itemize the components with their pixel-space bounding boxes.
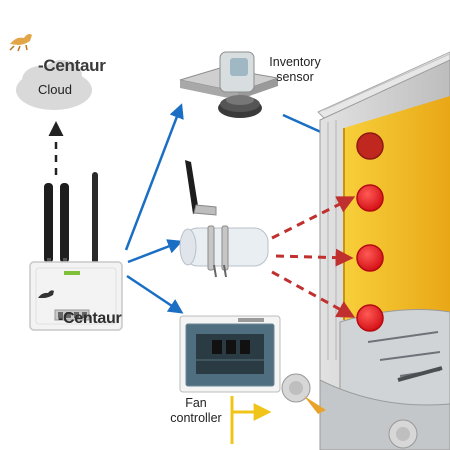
sensor-dot-2 [356, 184, 384, 212]
cloud-icon [16, 60, 92, 110]
grain-silo-icon [281, 51, 450, 450]
sensor-dot-4 [356, 304, 384, 332]
cloud-label: Cloud [38, 82, 72, 97]
inventory-sensor-icon [179, 51, 280, 118]
cable-link-2 [275, 248, 354, 267]
cable-link-3 [271, 270, 356, 318]
sensor-dot-1 [356, 132, 384, 160]
link-to-cable-sensor [127, 239, 183, 264]
fan-controller-label: Fan controller [170, 396, 222, 425]
rider-logo-icon [9, 34, 32, 52]
brand-logo-text: -Centaur [38, 56, 106, 76]
link-to-fan-controller [126, 274, 184, 314]
wireless-gateway-icon [29, 172, 123, 331]
fan-controller-icon [179, 315, 281, 393]
sensor-dot-3 [356, 244, 384, 272]
inventory-sensor-label: Inventory sensor [269, 55, 321, 84]
gateway-brand-name: Centaur [63, 310, 122, 328]
gateway-brand-text: -Centaur [58, 310, 122, 328]
brand-name: Centaur [43, 56, 106, 76]
fan-control-link [230, 396, 272, 444]
link-to-inventory-sensor [124, 103, 184, 251]
cable-link-1 [271, 196, 356, 240]
fan-icon [281, 373, 418, 449]
cable-sensor-icon [179, 160, 269, 278]
